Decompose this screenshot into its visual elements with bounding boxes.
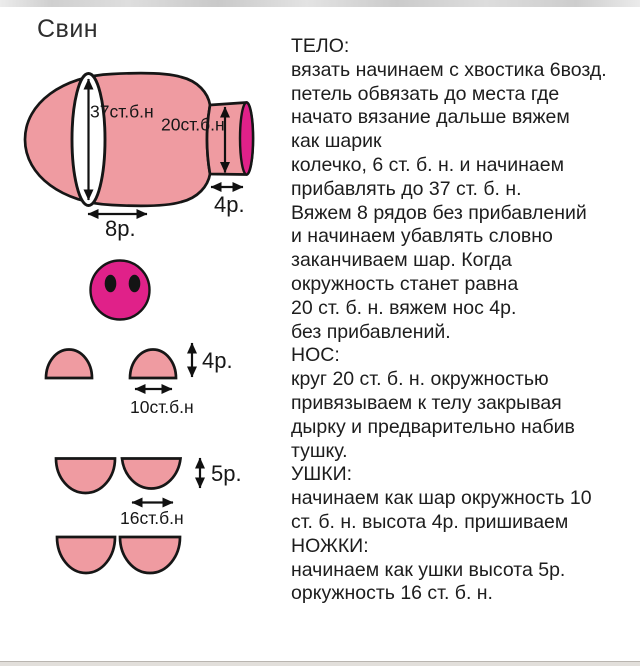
bottom-scan-edge: [0, 661, 640, 666]
pattern-diagram: 37ст.б.н 20ст.б.н 4р. 8р. 4р. 10ст.б.н 5…: [0, 0, 280, 666]
ear-right-shape: [128, 348, 178, 380]
leg-shape-2: [120, 457, 183, 490]
instruction-line: прибавлять до 37 ст. б. н.: [291, 177, 522, 200]
snout-circumference-label: 20ст.б.н: [161, 115, 225, 135]
snout-rows-label: 4р.: [214, 192, 245, 217]
instruction-line: заканчиваем шар. Когда: [291, 249, 512, 272]
instruction-line: Вяжем 8 рядов без прибавлений: [291, 201, 587, 224]
ear-stitches-label: 10ст.б.н: [130, 397, 194, 417]
instruction-line: колечко, 6 ст. б. н. и начинаем: [291, 153, 564, 176]
top-scan-edge: [0, 0, 640, 7]
left-nostril: [104, 274, 117, 293]
snout-front-circle: [89, 259, 151, 321]
section-header-ears: УШКИ:: [291, 463, 353, 486]
instruction-line: 20 ст. б. н. вяжем нос 4р.: [291, 296, 517, 319]
section-header-nose: НОС:: [291, 344, 340, 367]
ear-rows-label: 4р.: [202, 348, 233, 373]
right-nostril: [128, 274, 141, 293]
page-title: Свин: [37, 15, 99, 43]
instructions-text: ТЕЛО: вязать начинаем с хвостика 6возд. …: [291, 35, 636, 606]
snout-end-ellipse: [238, 101, 255, 176]
instruction-line: как шарик: [291, 130, 382, 153]
body-circumference-label: 37ст.б.н: [90, 102, 154, 122]
instruction-line: оркужность 16 ст. б. н.: [291, 582, 493, 605]
instruction-line: дырку и предварительно набив: [291, 415, 575, 438]
leg-shape-4: [118, 535, 182, 575]
ear-left-shape: [44, 348, 94, 380]
instruction-line: начинаем как ушки высота 5р.: [291, 558, 566, 581]
leg-stitches-label: 16ст.б.н: [120, 508, 184, 528]
pattern-diagram-svg: 37ст.б.н 20ст.б.н 4р. 8р. 4р. 10ст.б.н 5…: [23, 71, 255, 575]
instruction-line: круг 20 ст. б. н. окружностью: [291, 368, 549, 391]
instruction-line: тушку.: [291, 439, 348, 462]
leg-shape-3: [55, 535, 117, 575]
instruction-line: начинаем как шар окружность 10: [291, 487, 592, 510]
instruction-line: окружность станет равна: [291, 272, 519, 295]
pig-body-shape: [23, 71, 212, 208]
leg-shape-1: [54, 457, 117, 495]
instruction-line: без прибавлений.: [291, 320, 451, 343]
leg-rows-label: 5р.: [211, 461, 242, 486]
instruction-line: и начинаем убавлять словно: [291, 225, 553, 248]
instruction-line: начато вязание дальше вяжем: [291, 106, 570, 129]
section-header-body: ТЕЛО:: [291, 35, 350, 57]
instruction-line: ст. б. н. высота 4р. пришиваем: [291, 510, 569, 533]
instruction-line: вязать начинаем с хвостика 6возд.: [291, 58, 607, 81]
section-header-legs: НОЖКИ:: [291, 534, 369, 557]
body-rows-label: 8р.: [105, 216, 136, 241]
instruction-line: петель обвязать до места где: [291, 82, 560, 105]
instruction-line: привязываем к телу закрывая: [291, 391, 562, 414]
